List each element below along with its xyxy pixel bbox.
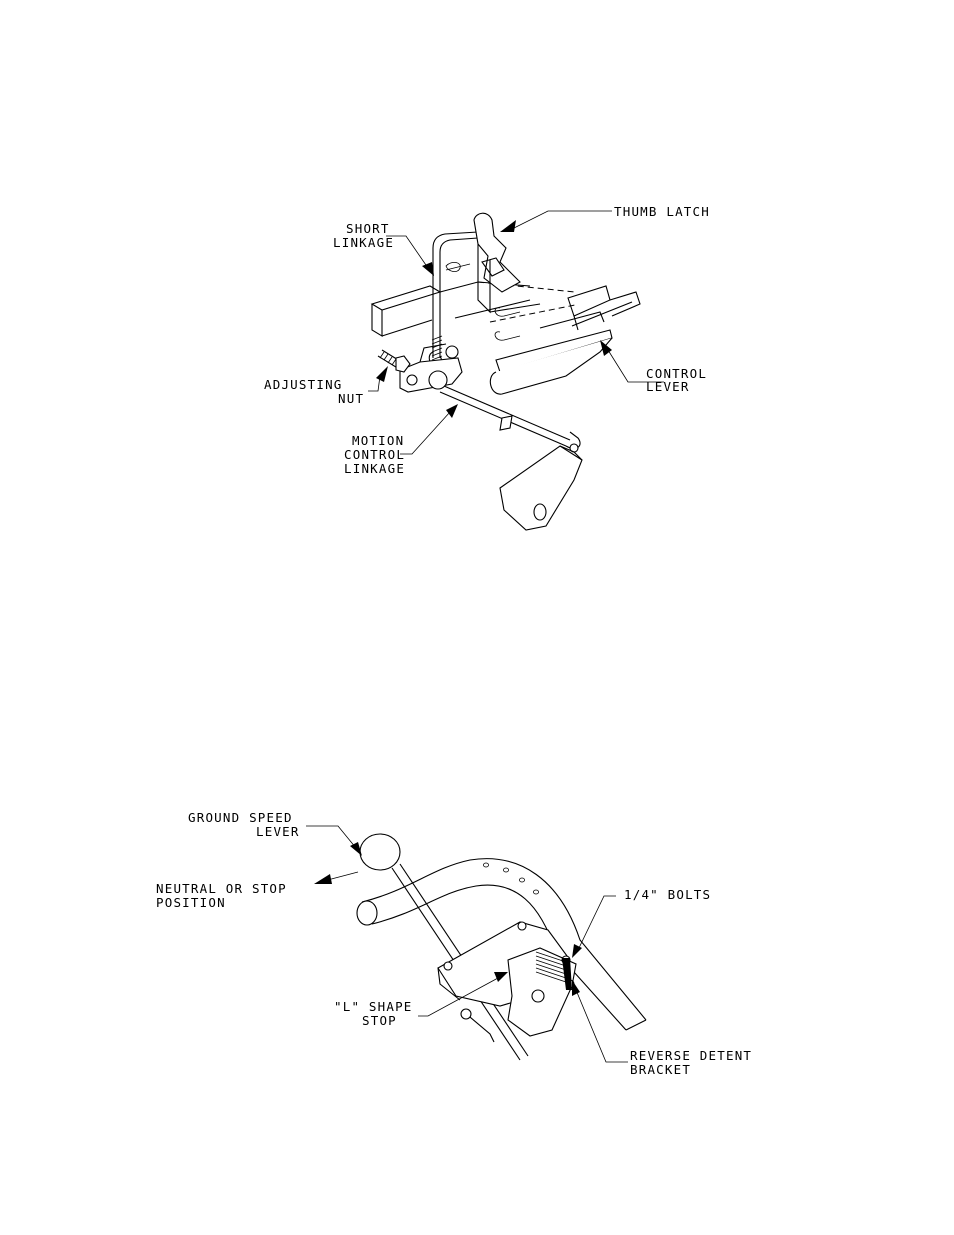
label-motion-control-line1: MOTION — [352, 433, 404, 448]
adjusting-nut — [378, 350, 410, 372]
label-adjusting-nut-line2: NUT — [338, 391, 364, 406]
label-adjusting-nut-line1: ADJUSTING — [264, 377, 343, 392]
label-neutral-line1: NEUTRAL OR STOP — [156, 881, 287, 896]
pivot-bracket — [400, 344, 462, 392]
pump-arm-plate — [500, 446, 582, 530]
label-ground-speed-line1: GROUND SPEED — [188, 810, 293, 825]
label-l-shape-line2: STOP — [362, 1013, 397, 1028]
label-motion-control-line2: CONTROL — [344, 447, 405, 462]
label-short-linkage-line1: SHORT — [346, 221, 390, 236]
clip-pins — [495, 308, 520, 340]
label-reverse-detent-line1: REVERSE DETENT — [630, 1048, 752, 1063]
label-thumb-latch: THUMB LATCH — [614, 204, 710, 219]
label-l-shape-line1: "L" SHAPE — [334, 999, 413, 1014]
label-control-lever-line2: LEVER — [646, 379, 690, 394]
figure-motion-control-linkage: THUMB LATCH SHORT LINKAGE ADJUSTING NUT … — [264, 204, 710, 530]
label-neutral-line2: POSITION — [156, 895, 226, 910]
label-motion-control-line3: LINKAGE — [344, 461, 405, 476]
label-reverse-detent-line2: BRACKET — [630, 1062, 691, 1077]
figure2-labels: GROUND SPEED LEVER NEUTRAL OR STOP POSIT… — [156, 810, 752, 1077]
label-ground-speed-line2: LEVER — [256, 824, 300, 839]
control-lever — [490, 286, 640, 394]
short-linkage — [429, 232, 478, 365]
label-short-linkage-line2: LINKAGE — [333, 235, 394, 250]
figure2-leaders — [306, 826, 628, 1062]
frame-tube — [372, 282, 575, 336]
figure-ground-speed-lever: GROUND SPEED LEVER NEUTRAL OR STOP POSIT… — [156, 810, 752, 1077]
label-quarter-inch-bolts: 1/4" BOLTS — [624, 887, 711, 902]
motion-control-linkage-rod — [440, 386, 580, 452]
figure1-leaders — [368, 211, 664, 454]
